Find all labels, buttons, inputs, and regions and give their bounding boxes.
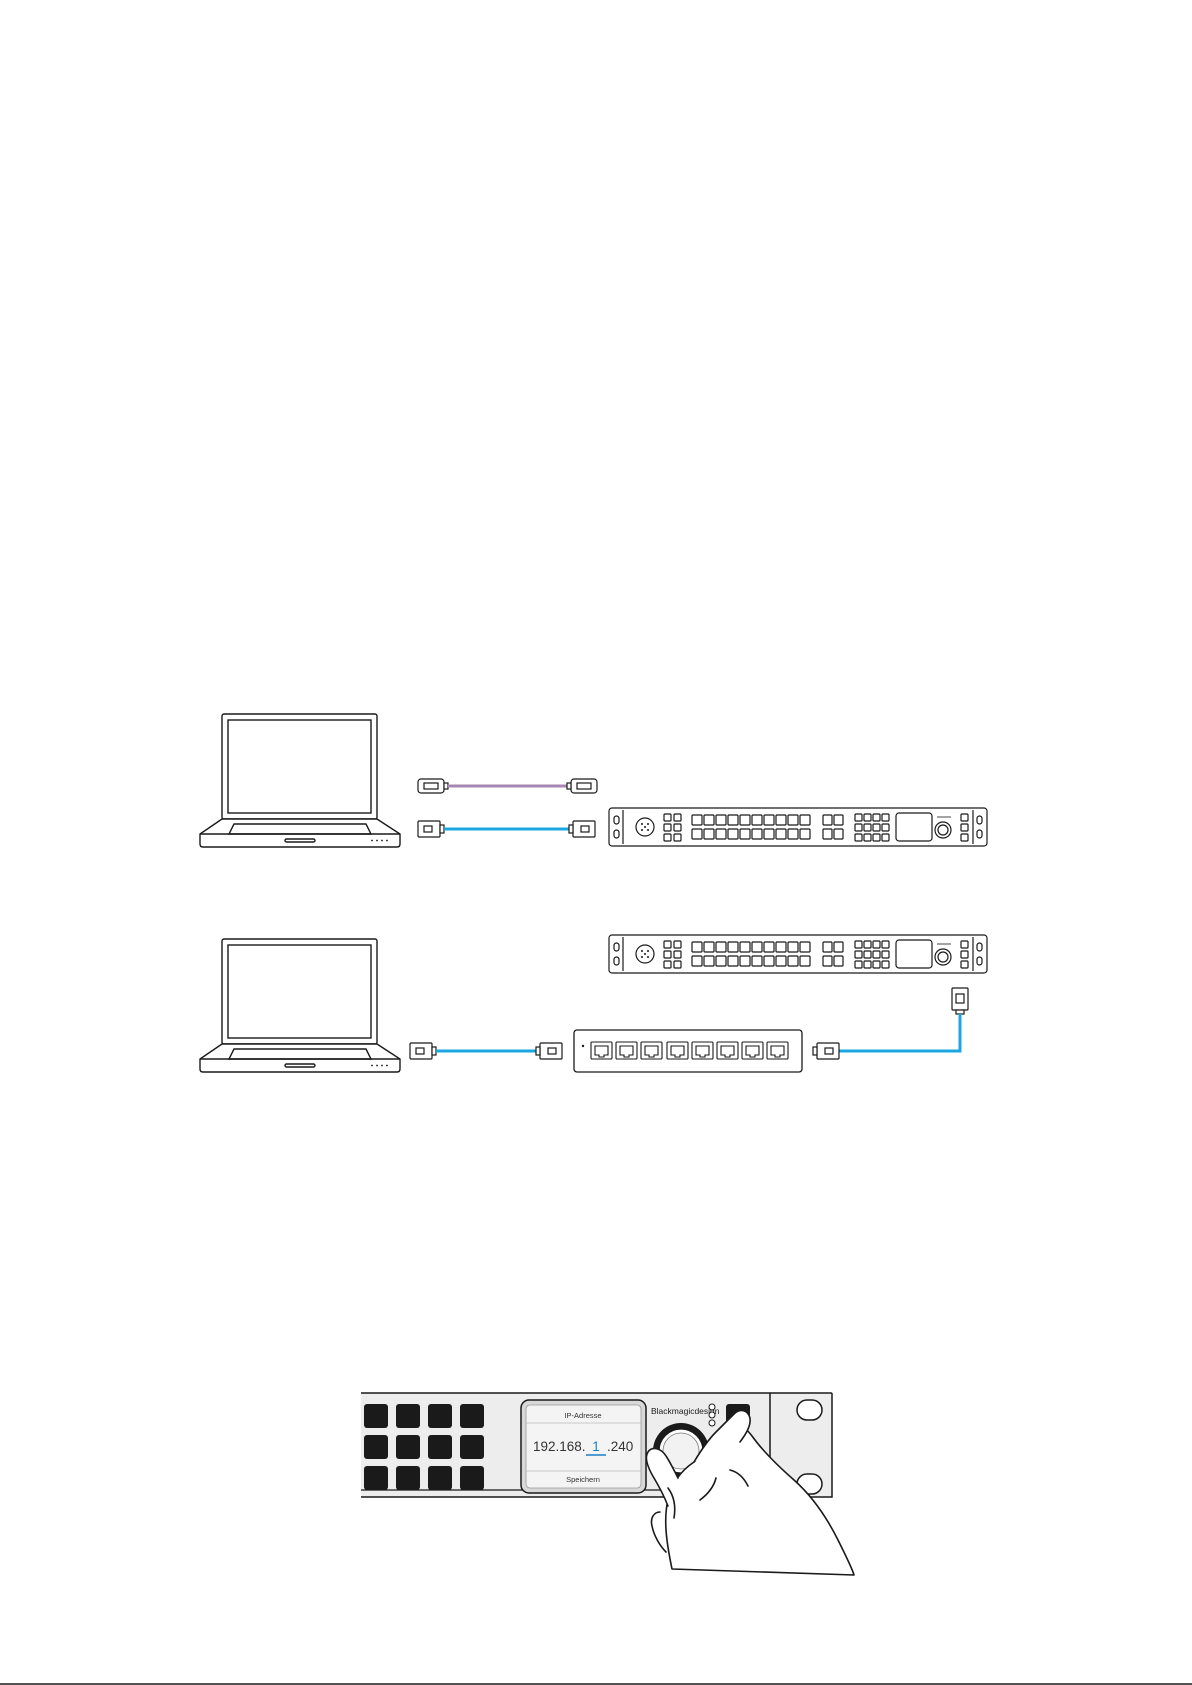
fig-direct-connection xyxy=(200,714,987,847)
ethernet-connector-right xyxy=(569,821,595,837)
fig-front-panel-ip-setting: IP-Adresse 192.168. 1 .240 Speichern Bla… xyxy=(361,1393,854,1575)
lcd-ip-prefix: 192.168. xyxy=(533,1439,586,1454)
lcd-ip-suffix: .240 xyxy=(607,1439,633,1454)
laptop-illustration xyxy=(200,714,400,847)
ethernet-connector-vertical xyxy=(952,988,968,1014)
ethernet-connector-switch-right xyxy=(813,1043,839,1059)
ethernet-cable-device xyxy=(838,1014,960,1051)
rack-device xyxy=(609,935,987,973)
fig-network-switch-connection xyxy=(200,935,987,1072)
usb-connector-left xyxy=(418,779,448,793)
usb-connector-right xyxy=(567,779,597,793)
rack-device xyxy=(609,808,987,846)
laptop-illustration xyxy=(200,939,400,1072)
ethernet-connector-switch-left xyxy=(536,1043,562,1059)
lcd-screen: IP-Adresse 192.168. 1 .240 Speichern xyxy=(521,1400,646,1493)
network-switch xyxy=(574,1030,802,1072)
lcd-ip-selected-octet: 1 xyxy=(592,1439,600,1454)
ethernet-connector-left xyxy=(418,821,444,837)
lcd-title: IP-Adresse xyxy=(564,1411,601,1420)
lcd-save-label: Speichern xyxy=(566,1475,600,1484)
ethernet-connector-laptop xyxy=(410,1043,436,1059)
